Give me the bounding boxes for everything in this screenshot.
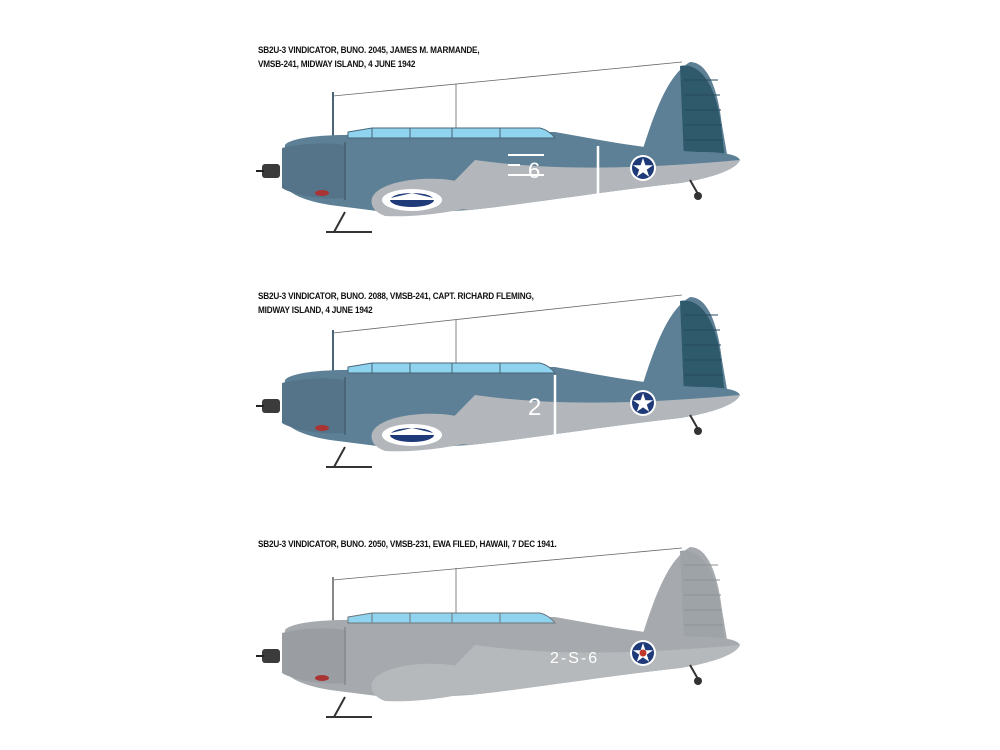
tail-wheel-strut	[689, 664, 699, 680]
profile-2-caption: SB2U-3 VINDICATOR, BUNO. 2088, VMSB-241,…	[258, 290, 534, 318]
profile-3-caption-line1: SB2U-3 VINDICATOR, BUNO. 2050, VMSB-231,…	[258, 539, 557, 550]
fuselage-insignia	[630, 155, 656, 181]
rudder	[680, 300, 725, 395]
propeller-hub	[262, 399, 280, 413]
rudder	[680, 550, 725, 645]
aircraft-profile-3: 2-S-6	[256, 547, 740, 718]
profile-1-caption-line1: SB2U-3 VINDICATOR, BUNO. 2045, JAMES M. …	[258, 45, 480, 56]
wing-insignia	[382, 424, 442, 446]
propeller-hub	[262, 164, 280, 178]
tail-wheel	[694, 677, 702, 685]
canopy-frames	[371, 613, 501, 623]
exhaust	[315, 425, 329, 431]
antenna-wire	[332, 61, 683, 97]
engine-cowling	[282, 143, 345, 199]
canopy-frames	[371, 128, 501, 138]
fuselage-insignia	[630, 640, 656, 666]
rudder-ribs	[684, 314, 723, 376]
rudder	[680, 65, 725, 160]
antenna-wire	[332, 547, 683, 581]
aircraft-profile-2: 2	[256, 294, 740, 468]
main-landing-gear	[326, 446, 372, 468]
profile-1-caption-line2: VMSB-241, MIDWAY ISLAND, 4 JUNE 1942	[258, 59, 416, 70]
tail-wheel	[694, 427, 702, 435]
tail-wheel	[694, 192, 702, 200]
fuselage-lower	[430, 160, 740, 210]
tail-wheel-strut	[689, 414, 699, 430]
profile-2-caption-line1: SB2U-3 VINDICATOR, BUNO. 2088, VMSB-241,…	[258, 291, 534, 302]
fuselage-insignia	[630, 390, 656, 416]
aircraft-number: 2-S-6	[550, 650, 599, 667]
main-landing-gear	[326, 211, 372, 233]
wing	[371, 663, 495, 702]
rudder-ribs	[684, 79, 723, 141]
aircraft-number: 2	[528, 394, 541, 421]
exhaust	[315, 190, 329, 196]
exhaust	[315, 675, 329, 681]
aircraft-profile-1: 6	[256, 61, 740, 233]
profile-3-caption: SB2U-3 VINDICATOR, BUNO. 2050, VMSB-231,…	[258, 538, 557, 552]
fuselage-lower	[430, 645, 740, 695]
fuselage-lower	[430, 395, 740, 445]
propeller-hub	[262, 649, 280, 663]
wing-insignia	[382, 189, 442, 211]
engine-cowling	[282, 378, 345, 434]
engine-cowling	[282, 628, 345, 684]
antenna-wire	[332, 294, 683, 334]
rudder-ribs	[684, 564, 723, 626]
main-landing-gear	[326, 696, 372, 718]
tail-wheel-strut	[689, 179, 699, 195]
profile-1-caption: SB2U-3 VINDICATOR, BUNO. 2045, JAMES M. …	[258, 44, 480, 72]
aircraft-number: 6	[528, 158, 540, 183]
number-stripes	[508, 154, 544, 176]
canopy-frames	[371, 363, 501, 373]
profile-2-caption-line2: MIDWAY ISLAND, 4 JUNE 1942	[258, 305, 373, 316]
